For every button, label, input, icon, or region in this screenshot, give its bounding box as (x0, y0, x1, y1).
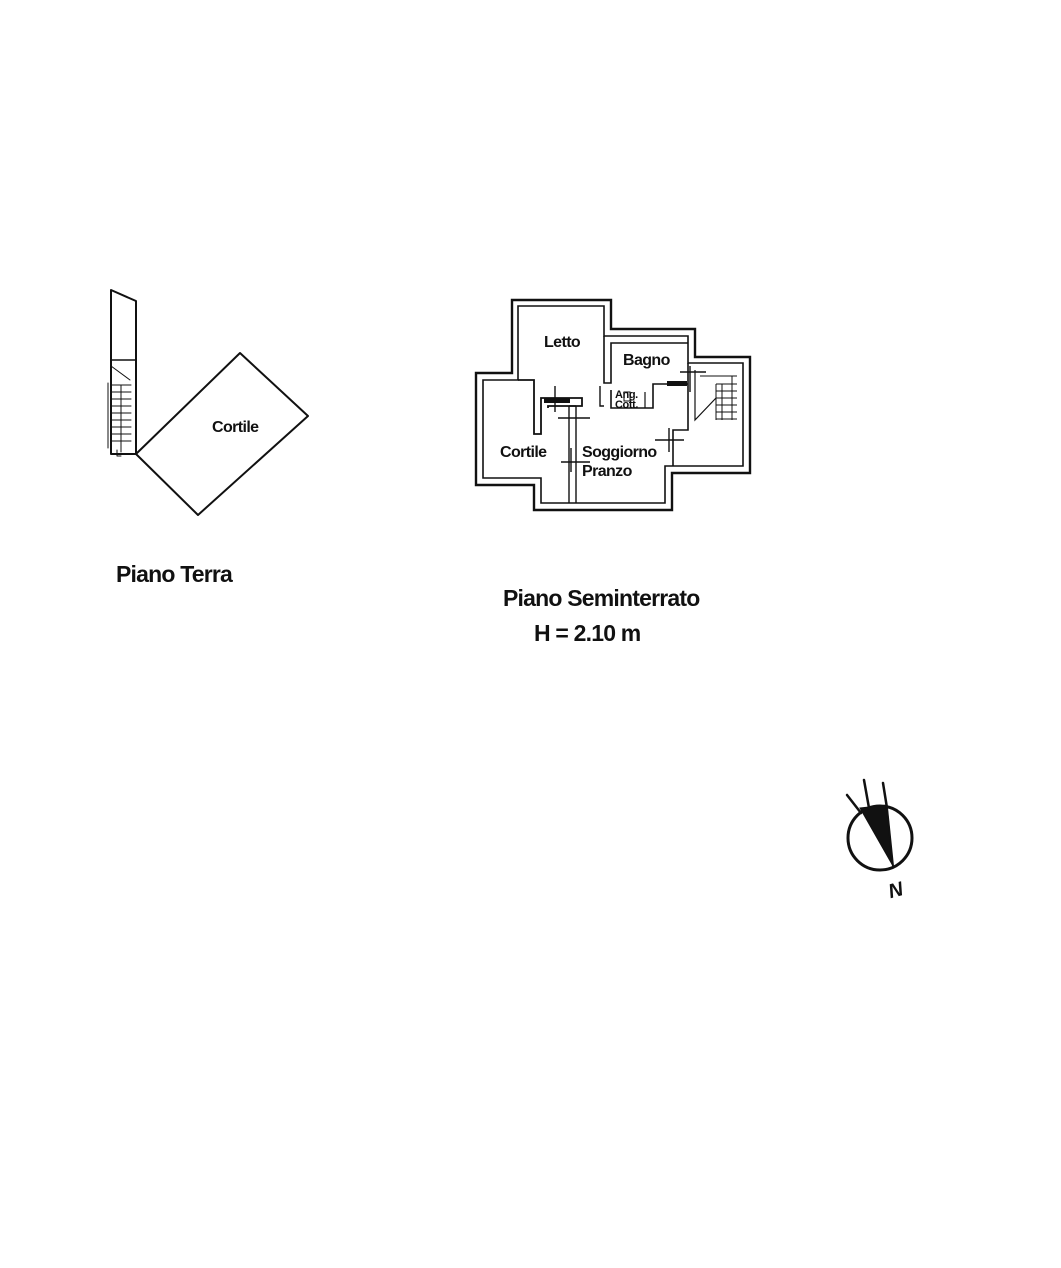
basement-stair-block (672, 363, 689, 466)
ground-floor-stair-treads (107, 365, 132, 453)
basement-inner-wall (482, 305, 744, 504)
closet-label-line2: Cott. (615, 399, 638, 411)
ground-floor-plan: Cortile (107, 289, 309, 516)
basement-floor-caption: Piano Seminterrato (503, 585, 700, 611)
basement-height-note: H = 2.10 m (534, 620, 641, 646)
courtyard-living-wall (568, 405, 577, 503)
closet-label-line1: Ang. (615, 389, 638, 401)
ground-floor-courtyard-label: Cortile (212, 419, 259, 436)
bedroom-label: Letto (544, 334, 581, 351)
ground-floor-courtyard-outline (135, 352, 309, 516)
bedroom-partition (518, 379, 583, 435)
basement-courtyard-label: Cortile (500, 444, 547, 461)
basement-floor-plan: Letto Bagno Ang. Cott. Cortile Soggiorno… (474, 298, 752, 512)
ground-floor-stair-strip (110, 289, 137, 455)
north-arrow: N (845, 778, 914, 903)
living-label-line1: Soggiorno (582, 444, 657, 461)
closet-walls (599, 386, 604, 407)
ground-floor-caption: Piano Terra (116, 561, 233, 587)
basement-stair-treads (700, 375, 737, 420)
north-label: N (886, 878, 906, 903)
basement-outer-wall (474, 298, 752, 512)
bathroom-label: Bagno (623, 352, 671, 369)
living-label-line2: Pranzo (582, 463, 633, 480)
